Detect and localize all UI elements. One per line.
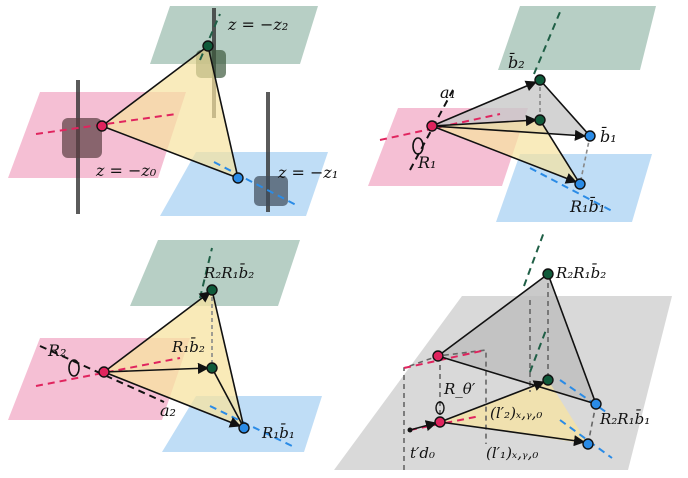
green-dash-axis <box>523 231 545 287</box>
label-a1: a₁ <box>440 83 456 102</box>
edge-top-right <box>211 289 245 429</box>
label-R1b2: R₁b̄₂ <box>171 338 205 356</box>
arrow-td0 <box>409 420 438 432</box>
pink-node <box>96 120 108 132</box>
arrow-to-b2 <box>431 80 538 127</box>
panel-3: R₂R₁b̄₂ R₂ R₁b̄₂ a₂ R₁b̄₁ <box>8 240 322 452</box>
pink-node <box>426 120 438 132</box>
label-R1b1: R₁b̄₁ <box>569 195 605 216</box>
green-plane <box>130 240 300 306</box>
label-R1: R₁ <box>417 153 436 172</box>
panel-2: b̄₂ a₁ R₁ b̄₁ R₁b̄₁ <box>368 6 656 222</box>
panel-1: z = −z₂ z = −z₀ z = −z₁ <box>8 6 338 216</box>
blue-node <box>232 172 244 184</box>
edge-left-right <box>101 125 239 179</box>
edge-left-top <box>101 45 209 127</box>
label-R2: R₂ <box>47 341 66 360</box>
label-z0: z = −z₀ <box>95 161 157 180</box>
green-node <box>202 40 214 52</box>
green-dash-axis-2 <box>529 329 547 373</box>
gray-fan <box>432 80 590 136</box>
green-node-mid <box>534 114 546 126</box>
gray-dash-connector-2 <box>579 135 591 185</box>
green-dash-axis <box>199 247 213 299</box>
blue-dash-axis <box>209 405 293 447</box>
edge-mid-R1b1 <box>539 119 581 185</box>
arrow-l1 <box>439 421 586 447</box>
origin-node <box>407 427 413 433</box>
blue-dash-axis <box>529 167 615 213</box>
blue-node-upper <box>590 398 602 410</box>
gray-plane <box>334 296 672 470</box>
label-b2: b̄₂ <box>508 51 525 72</box>
arrow-to-mid <box>431 114 538 127</box>
pink-dash-axis <box>403 349 487 369</box>
blue-node-b1 <box>584 130 596 142</box>
green-node-top <box>542 268 554 280</box>
arrow-to-b1 <box>431 125 587 141</box>
rotation-icon <box>68 359 80 377</box>
arrow-to-R1b1 <box>431 125 578 184</box>
triangle-face <box>104 290 244 428</box>
edge-mid-right <box>211 367 245 429</box>
robot-body-left <box>62 118 102 158</box>
label-R1b1: R₁b̄₁ <box>261 424 295 442</box>
edge-top <box>103 291 211 373</box>
green-dash-axis <box>199 13 221 61</box>
label-l2: (l′₂)ₓ,ᵧ,₀ <box>490 404 542 422</box>
gray-fan <box>438 274 596 404</box>
yellow-fan <box>432 120 580 184</box>
yellow-fan <box>440 380 588 444</box>
arrow-l2 <box>439 380 546 423</box>
panel-4: R₂R₁b̄₂ R_θ′ (l′₂)ₓ,ᵧ,₀ R₂R₁b̄₁ t′d₀ (l′… <box>334 231 672 470</box>
label-l1: (l′₁)ₓ,ᵧ,₀ <box>486 444 538 462</box>
rotation-icon <box>435 401 445 415</box>
edge-bottom <box>103 371 242 428</box>
gray-dash-vert-3 <box>587 403 597 445</box>
pink-node-lower <box>434 416 446 428</box>
edge-upper-left <box>437 355 597 405</box>
green-node-lower <box>542 374 554 386</box>
pink-node-upper <box>432 350 444 362</box>
label-a2: a₂ <box>160 401 176 420</box>
label-R2R1b2: R₂R₁b̄₂ <box>203 264 254 282</box>
label-R2R1b2: R₂R₁b̄₂ <box>555 264 606 282</box>
green-node-top <box>206 284 218 296</box>
rotation-icon <box>412 137 424 155</box>
a2-dash-axis <box>39 345 165 403</box>
edge-b2-b1 <box>539 79 591 137</box>
blue-dash-axis-2 <box>559 379 607 413</box>
green-plane <box>150 6 318 64</box>
edge-top-right <box>207 45 239 179</box>
blue-dash-axis <box>213 161 299 207</box>
green-node-mid <box>206 362 218 374</box>
edge-upper-right <box>547 273 597 405</box>
triangle-face <box>102 46 238 178</box>
label-z1: z = −z₁ <box>277 163 338 182</box>
blue-node-R1b1 <box>574 178 586 190</box>
blue-node-lower <box>582 438 594 450</box>
label-b1: b̄₁ <box>600 125 617 146</box>
green-node-b2 <box>534 74 546 86</box>
blue-plane <box>160 152 328 216</box>
label-z2: z = −z₂ <box>227 15 288 34</box>
green-plane <box>498 6 656 70</box>
label-td0: t′d₀ <box>410 444 435 462</box>
edge-mid <box>103 362 210 374</box>
edge-upper-top <box>437 273 549 357</box>
blue-dash-axis <box>559 419 613 459</box>
a1-dash-axis <box>409 87 455 171</box>
label-Rtheta: R_θ′ <box>443 380 476 398</box>
blue-node <box>238 422 250 434</box>
pink-node <box>98 366 110 378</box>
label-R2R1b1: R₂R₁b̄₁ <box>599 410 650 428</box>
